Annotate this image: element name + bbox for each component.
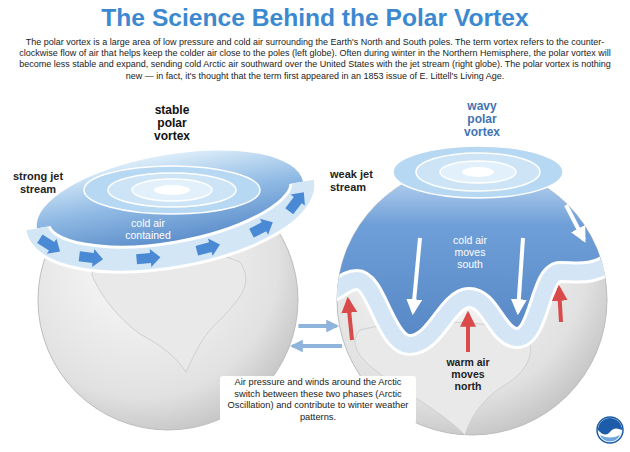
jet-arrow [194,236,222,260]
warm-arrow [559,288,561,322]
noaa-logo [596,416,624,444]
swirl-ring [462,167,494,177]
swirl-ring [416,153,540,191]
vortex-swirl [393,146,563,198]
title-text: The Science Behind the Polar Vortex [0,3,630,33]
phase-arrow [298,324,336,328]
node-label: warm air moves north [442,356,494,392]
node-label: wavy polar vortex [454,100,510,139]
jet-arrow [78,247,104,268]
swirl-ring [84,166,260,214]
warm-arrow [466,314,470,352]
jet-arrow [136,248,162,268]
cold-air-region [330,120,612,345]
logo-sky [598,418,622,435]
vortex-swirl [84,166,260,214]
swirl-ring [132,179,212,201]
caption-text: The polar vortex is a large area of low … [12,37,618,82]
jet-arrow [282,187,311,217]
phase-arrow [293,344,343,348]
warm-arrow [348,300,352,340]
node-label: strong jet stream [7,170,69,196]
jet-arrow [247,214,277,241]
swirl-ring [108,173,236,207]
jet-stream-band [330,262,612,345]
node-label: stable polar vortex [144,104,200,143]
note-text: Air pressure and winds around the Arctic… [220,376,416,424]
stable-vortex-cap [23,131,315,287]
logo-sea [600,435,620,441]
cold-arrow [566,205,584,240]
swirl-ring [154,185,190,195]
warm-air-arrows [348,288,561,352]
swirl-ring [393,146,563,198]
jet-stream-edge [330,262,612,345]
node-label: weak jet stream [330,168,380,194]
logo-ring [597,417,623,443]
node-label: cold air contained [121,217,175,241]
swirl-ring [440,161,516,183]
cold-arrow [518,238,523,312]
node-label: cold air moves south [447,234,493,270]
jet-arrow [35,231,65,259]
cold-air-cap [28,132,311,277]
cold-arrow [413,238,420,312]
